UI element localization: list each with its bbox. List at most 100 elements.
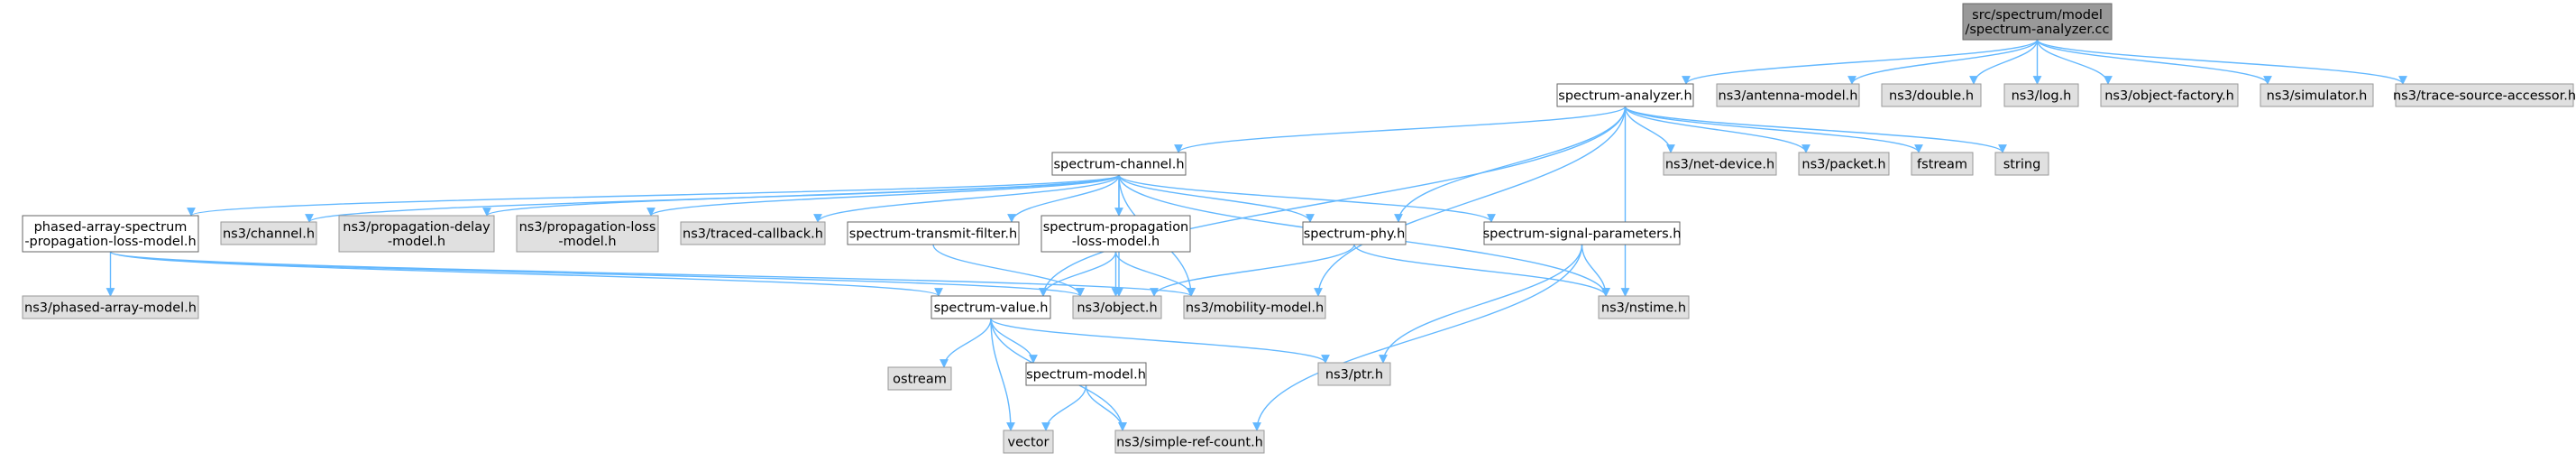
- edge-n28-to-n30: [1041, 384, 1087, 431]
- edge-n8-to-n18: [1007, 174, 1120, 223]
- node-box: [1040, 215, 1191, 253]
- edge-n18-to-n24: [932, 244, 1085, 297]
- node-label: -propagation-loss-model.h: [24, 235, 196, 249]
- node-label: spectrum-signal-parameters.h: [1483, 227, 1682, 242]
- node-label: spectrum-phy.h: [1304, 227, 1406, 242]
- node-label: -model.h: [388, 235, 445, 249]
- node-box: [1716, 83, 1860, 107]
- node-box: [930, 295, 1051, 319]
- graph-node[interactable]: ns3/trace-source-accessor.h: [2393, 83, 2576, 107]
- node-box: [1051, 152, 1187, 176]
- node-label: ns3/log.h: [2012, 89, 2072, 104]
- node-box: [2260, 83, 2374, 107]
- node-box: [2100, 83, 2239, 107]
- graph-node[interactable]: ns3/antenna-model.h: [1716, 83, 1860, 107]
- node-label: -model.h: [558, 235, 616, 249]
- node-label: string: [2003, 158, 2041, 172]
- node-label: ns3/object.h: [1077, 301, 1157, 316]
- graph-node[interactable]: ns3/traced-callback.h: [680, 221, 826, 245]
- graph-node[interactable]: spectrum-transmit-filter.h: [847, 221, 1020, 245]
- graph-node[interactable]: spectrum-propagation-loss-model.h: [1040, 215, 1191, 253]
- edge-n1-to-n25: [1314, 106, 1627, 297]
- graph-node[interactable]: ns3/double.h: [1881, 83, 1982, 107]
- graph-node[interactable]: ns3/object-factory.h: [2100, 83, 2239, 107]
- graph-node[interactable]: spectrum-phy.h: [1302, 221, 1407, 245]
- node-box: [1911, 152, 1974, 176]
- node-label: ns3/traced-callback.h: [683, 227, 823, 242]
- graph-node[interactable]: string: [1994, 152, 2049, 176]
- graph-node[interactable]: ns3/packet.h: [1798, 152, 1890, 176]
- node-label: ns3/packet.h: [1801, 158, 1885, 172]
- node-label: ns3/antenna-model.h: [1719, 89, 1858, 104]
- node-label: spectrum-model.h: [1026, 368, 1146, 383]
- node-box: [1317, 362, 1391, 386]
- edge-n20-to-n24: [1150, 244, 1355, 297]
- graph-node[interactable]: ns3/ptr.h: [1317, 362, 1391, 386]
- node-label: ns3/object-factory.h: [2104, 89, 2234, 104]
- graph-node[interactable]: ns3/object.h: [1072, 295, 1162, 319]
- node-box: [887, 366, 952, 391]
- edge-n21-to-n31: [1252, 244, 1583, 431]
- edge-n13-to-n25: [109, 251, 1196, 297]
- node-label: ns3/simple-ref-count.h: [1116, 436, 1263, 450]
- graph-node[interactable]: ns3/simple-ref-count.h: [1114, 430, 1265, 454]
- node-label: /spectrum-analyzer.cc: [1965, 23, 2109, 37]
- graph-node: src/spectrum/model/spectrum-analyzer.cc: [1962, 3, 2113, 41]
- edge-n8-to-n20: [1118, 174, 1315, 223]
- edge-n8-to-n16: [646, 174, 1120, 217]
- node-box: [22, 215, 199, 253]
- edge-n19-to-n23: [1039, 251, 1117, 297]
- graph-node[interactable]: phased-array-spectrum-propagation-loss-m…: [22, 215, 199, 253]
- edge-n20-to-n26: [1353, 244, 1610, 297]
- node-box: [1798, 152, 1890, 176]
- graph-node[interactable]: vector: [1003, 430, 1054, 454]
- node-box: [1302, 221, 1407, 245]
- node-box: [516, 215, 659, 253]
- node-box: [1114, 430, 1265, 454]
- graph-node[interactable]: ns3/mobility-model.h: [1183, 295, 1326, 319]
- edge-n1-to-n11: [1624, 106, 1923, 153]
- graph-node[interactable]: ns3/net-device.h: [1663, 152, 1777, 176]
- graph-node[interactable]: ostream: [887, 366, 952, 391]
- edge-n19-to-n25: [1114, 251, 1196, 297]
- graph-node[interactable]: ns3/simulator.h: [2260, 83, 2374, 107]
- edge-n0-to-n7: [2036, 39, 2407, 85]
- edge-n1-to-n10: [1624, 106, 1811, 153]
- edge-n23-to-n30: [990, 318, 1015, 431]
- graph-node[interactable]: spectrum-analyzer.h: [1556, 83, 1694, 107]
- node-box: [1072, 295, 1162, 319]
- graph-node[interactable]: ns3/nstime.h: [1598, 295, 1690, 319]
- nodes-layer: src/spectrum/model/spectrum-analyzer.cc s…: [22, 3, 2576, 454]
- graph-node[interactable]: spectrum-signal-parameters.h: [1483, 221, 1682, 245]
- edge-n1-to-n8: [1174, 106, 1627, 153]
- node-box: [1881, 83, 1982, 107]
- edge-n0-to-n1: [1682, 39, 2039, 85]
- graph-node[interactable]: spectrum-channel.h: [1051, 152, 1187, 176]
- graph-node[interactable]: ns3/propagation-loss-model.h: [516, 215, 659, 253]
- graph-node[interactable]: ns3/phased-array-model.h: [22, 295, 199, 319]
- node-label: ns3/channel.h: [223, 227, 315, 242]
- node-box: [1003, 430, 1054, 454]
- edges-layer: [105, 39, 2407, 431]
- node-label: spectrum-propagation: [1043, 220, 1189, 235]
- edge-n13-to-n24: [109, 251, 1085, 297]
- graph-node[interactable]: ns3/propagation-delay-model.h: [338, 215, 495, 253]
- edge-n0-to-n5: [2036, 39, 2113, 85]
- edge-n23-to-n28: [990, 318, 1038, 364]
- graph-node[interactable]: spectrum-model.h: [1025, 362, 1147, 386]
- edge-n8-to-n17: [813, 174, 1120, 223]
- node-label: ns3/propagation-delay: [343, 220, 490, 235]
- edge-n8-to-n15: [482, 174, 1120, 217]
- graph-node[interactable]: ns3/log.h: [2003, 83, 2079, 107]
- edge-n23-to-n29: [990, 318, 1330, 364]
- graph-node[interactable]: spectrum-value.h: [930, 295, 1051, 319]
- edge-n8-to-n21: [1118, 174, 1496, 223]
- graph-node[interactable]: fstream: [1911, 152, 1974, 176]
- edge-n21-to-n26: [1581, 244, 1610, 297]
- edge-n0-to-n3: [1969, 39, 2039, 85]
- node-label: -loss-model.h: [1072, 235, 1160, 249]
- edge-n13-to-n23: [109, 251, 943, 297]
- graph-node[interactable]: ns3/channel.h: [220, 221, 317, 245]
